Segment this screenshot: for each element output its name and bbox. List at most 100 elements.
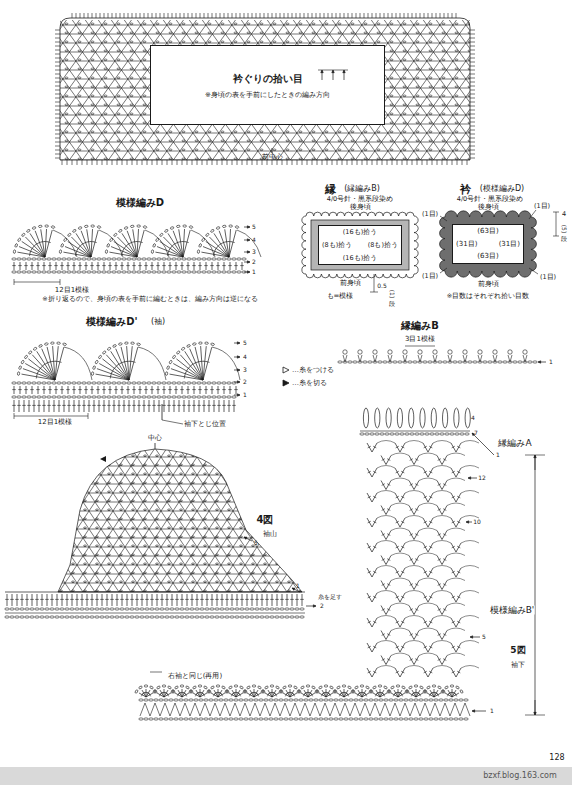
mesh-line <box>0 436 47 592</box>
chain-stitch <box>132 563 135 565</box>
chain-stitch <box>204 572 207 574</box>
edge-stitch <box>55 138 60 139</box>
chain-stitch <box>212 382 217 384</box>
chain-stitch <box>124 226 128 229</box>
chain-stitch <box>169 41 172 43</box>
stitch-tick <box>222 242 225 243</box>
double-crochet <box>234 400 235 412</box>
edge-stitch <box>164 13 165 18</box>
double-crochet <box>219 400 220 412</box>
chain-stitch <box>252 509 255 511</box>
stitch-tick <box>111 372 112 375</box>
mesh-line <box>27 11 135 160</box>
arrow-head <box>247 226 250 229</box>
chain-stitch <box>57 382 62 384</box>
chain-stitch <box>351 113 354 115</box>
edge-stitch <box>132 160 133 165</box>
chain-stitch <box>416 104 419 106</box>
edge-stitch <box>396 13 397 18</box>
double-crochet <box>170 262 171 270</box>
edge-stitch <box>217 160 218 165</box>
double-crochet <box>50 386 51 394</box>
chain-stitch <box>208 59 211 61</box>
chain-stitch <box>216 500 219 502</box>
edge-stitch <box>387 160 388 165</box>
chain-stitch <box>120 518 123 520</box>
mesh-line <box>173 11 281 160</box>
edge-stitch <box>327 160 328 165</box>
chain-stitch <box>84 225 88 228</box>
chain-stitch <box>204 563 207 565</box>
chain-stitch <box>299 23 302 25</box>
chain-stitch <box>286 50 289 52</box>
double-crochet <box>174 400 175 412</box>
chain-stitch <box>157 382 162 384</box>
chain-stitch <box>17 258 22 260</box>
edge-stitch <box>364 13 365 18</box>
chain-stitch <box>312 68 315 70</box>
chain-stitch <box>468 32 471 34</box>
chain-stitch <box>27 396 32 398</box>
edge-stitch <box>356 13 357 18</box>
chain-stitch <box>325 32 328 34</box>
mesh-line <box>329 11 437 160</box>
chain-stitch <box>338 95 341 97</box>
chain-stitch <box>264 500 267 502</box>
chain-stitch <box>216 590 219 592</box>
chain-stitch <box>221 104 224 106</box>
chain-stitch <box>132 572 135 574</box>
chain-stitch <box>91 86 94 88</box>
mesh-line <box>339 11 447 160</box>
leader-arrow <box>234 370 240 371</box>
stitch-tick <box>84 389 88 390</box>
chain-stitch <box>398 361 403 363</box>
chain-stitch <box>234 122 237 124</box>
chain-stitch <box>300 509 303 511</box>
chain-stitch <box>240 581 243 583</box>
chain-stitch <box>455 140 458 142</box>
leader-arrow <box>344 70 345 80</box>
stitch-tick <box>172 405 176 406</box>
chain-stitch <box>96 572 99 574</box>
double-crochet <box>189 400 190 412</box>
edge-stitch <box>280 13 281 18</box>
chain-stitch <box>122 258 127 260</box>
stitch-tick <box>194 362 197 363</box>
chain-stitch <box>65 77 68 79</box>
edge-stitch <box>257 160 258 165</box>
chain-stitch <box>377 113 380 115</box>
chain-stitch <box>177 396 182 398</box>
chain-stitch <box>343 350 347 354</box>
chain-stitch <box>416 32 419 34</box>
chain-stitch <box>182 158 185 160</box>
mesh-line <box>342 11 450 160</box>
chain-stitch <box>195 149 198 151</box>
chain-stitch <box>45 225 49 227</box>
stitch-tick <box>130 242 133 243</box>
chain-stitch <box>518 361 523 363</box>
stitch-tick <box>47 405 51 406</box>
chain-stitch <box>60 554 63 556</box>
chain-stitch <box>97 258 102 260</box>
edge-stitch <box>216 13 217 18</box>
chain-stitch <box>390 50 393 52</box>
chain-stitch <box>240 500 243 502</box>
edge-stitch <box>117 160 118 165</box>
chain-stitch <box>247 140 250 142</box>
chain-stitch <box>204 518 207 520</box>
chain-stitch <box>156 581 159 583</box>
chain-stitch <box>325 122 328 124</box>
chain-stitch <box>17 382 22 384</box>
chain-stitch <box>216 563 219 565</box>
chain-stitch <box>130 41 133 43</box>
stitch-tick <box>92 405 96 406</box>
chain-stitch <box>325 86 328 88</box>
mesh-line <box>203 436 307 592</box>
chain-stitch <box>63 343 67 346</box>
edge-stitch <box>55 50 60 51</box>
chain-stitch <box>228 563 231 565</box>
mesh-line <box>207 436 311 592</box>
chain-stitch <box>182 140 185 142</box>
edge-stitch <box>112 13 113 18</box>
chain-stitch <box>87 271 92 273</box>
